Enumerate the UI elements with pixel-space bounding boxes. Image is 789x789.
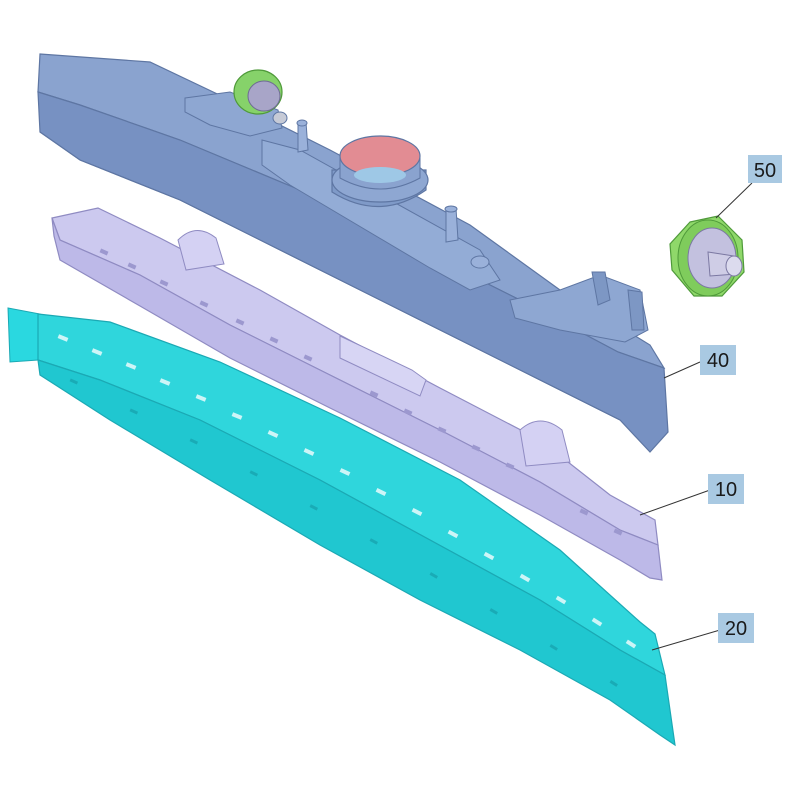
housing-pegs xyxy=(272,111,490,269)
knob-part[interactable] xyxy=(669,215,745,297)
housing-mounted-knob xyxy=(233,69,283,115)
callout-40: 40 xyxy=(663,345,736,379)
squeegee-front-face xyxy=(37,359,676,747)
squeegee-part[interactable] xyxy=(7,307,676,747)
callout-20-label: 20 xyxy=(725,618,747,640)
callout-20-box xyxy=(718,613,754,643)
callout-50-box xyxy=(748,155,782,183)
callout-50: 50 xyxy=(715,155,782,219)
callout-40-label: 40 xyxy=(707,350,729,372)
frame-front-face xyxy=(51,217,663,581)
squeegee-end-flap xyxy=(7,307,41,363)
callout-20: 20 xyxy=(651,613,754,651)
callout-10-box xyxy=(708,474,744,504)
callout-10-label: 10 xyxy=(715,479,737,501)
housing-port xyxy=(331,135,429,208)
callout-10: 10 xyxy=(639,474,744,516)
frame-part[interactable] xyxy=(51,207,663,581)
housing-right-clip xyxy=(509,274,649,343)
callout-40-box xyxy=(700,345,736,375)
callout-50-label: 50 xyxy=(754,160,776,182)
housing-part[interactable] xyxy=(37,53,669,453)
